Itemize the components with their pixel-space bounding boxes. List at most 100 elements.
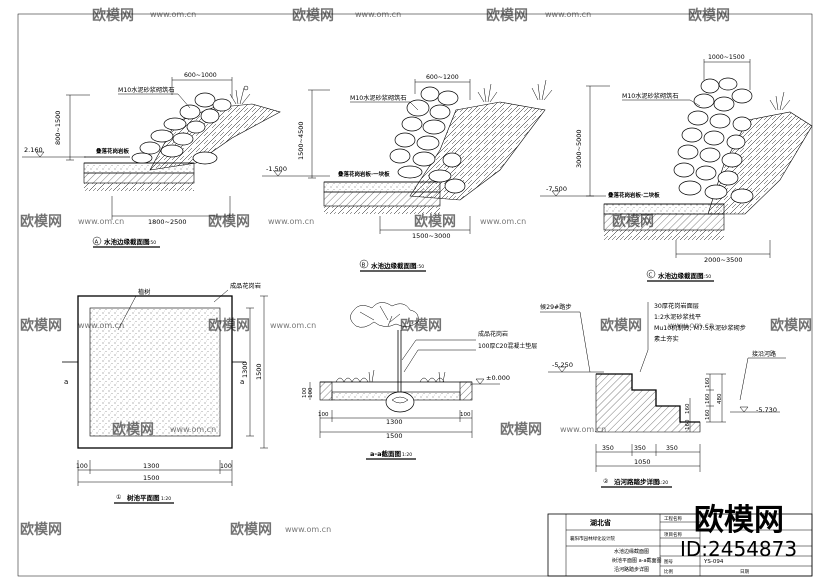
section-c-drawing: 3000~5000 -7.500 叠落花岗岩板·二块板 M10水泥砂浆砌筑石 bbox=[540, 54, 813, 282]
tree-plan-dim-v1: 1300 bbox=[241, 361, 249, 378]
section-b-drawing: 1500~4500 -1.500 叠落花岗岩板·一块板 M10水泥砂浆砌筑石 bbox=[262, 74, 553, 272]
sheet-frame bbox=[17, 13, 813, 577]
section-a-label: M10水泥砂浆砌筑石 bbox=[118, 86, 175, 94]
tree-plan-label-left: 植树 bbox=[138, 288, 150, 296]
watermark-logo: 欧模网 bbox=[770, 317, 812, 334]
corner-watermark: 欧模网 ID:2454873 bbox=[680, 503, 797, 561]
tree-plan-title: 树池平面图 bbox=[127, 493, 160, 502]
section-c-dim-top: 1000~1500 bbox=[708, 54, 745, 61]
watermark-logo: 欧模网 bbox=[292, 7, 334, 24]
corner-watermark-id: ID:2454873 bbox=[680, 537, 797, 561]
watermark-url: www.om.cn bbox=[545, 10, 591, 19]
section-b-scale: 1:50 bbox=[414, 264, 424, 270]
watermark-url: www.om.cn bbox=[355, 10, 401, 19]
watermark-logo: 欧模网 bbox=[600, 317, 642, 334]
section-b-layer: 叠落花岗岩板·一块板 bbox=[338, 170, 390, 178]
section-c-label: M10水泥砂浆砌筑石 bbox=[622, 92, 679, 100]
section-c-level: -7.500 bbox=[546, 185, 567, 193]
section-c-layer: 叠落花岗岩板·二块板 bbox=[608, 191, 660, 199]
watermark-logo: 欧模网 bbox=[20, 521, 62, 538]
tree-section-note2: 100厚C20混凝土垫层 bbox=[478, 342, 537, 350]
section-a-drawing: 800~1500 2.160 叠落花岗岩板 M10水泥砂浆砌筑石 bbox=[22, 72, 281, 248]
tree-section-title: a-a截面图 bbox=[370, 449, 401, 458]
steps-note: 素土夯实 bbox=[654, 335, 679, 343]
watermark-url: www.om.cn bbox=[560, 425, 606, 434]
watermark-url: www.om.cn bbox=[285, 525, 331, 534]
steps-dim-v-total: 480 bbox=[717, 393, 723, 404]
tree-pit-section-drawing: 成品花岗岩 100厚C20混凝土垫层 ±0.000 100 100 100 13… bbox=[302, 302, 537, 460]
steps-dim-v: 160 bbox=[705, 409, 711, 420]
section-b-dim-top: 600~1200 bbox=[426, 74, 459, 81]
tree-section-dim-v1: 100 bbox=[302, 387, 308, 398]
tree-section-dim-h1: 100 bbox=[318, 412, 329, 418]
steps-note: 30厚花岗岩面层 bbox=[654, 302, 699, 310]
section-c-dim-bottom: 2000~3500 bbox=[704, 256, 743, 264]
steps-dim-v: 160 bbox=[705, 393, 711, 404]
steps-dim-h: 350 bbox=[634, 445, 646, 452]
tree-pit-plan-drawing: a a 植树 成品花岗岩 1300 1500 100 1300 100 1500… bbox=[62, 282, 268, 504]
tree-plan-dim-h3: 100 bbox=[220, 463, 232, 470]
watermark-logo: 欧模网 bbox=[208, 213, 250, 230]
tree-plan-cut-mark-left: a bbox=[64, 378, 68, 386]
steps-dim-v2: 160 bbox=[685, 419, 691, 430]
title-block-project: 湖北省 bbox=[590, 518, 611, 527]
steps-note: Mu10机制砖, M7.5水泥砂浆砌步 bbox=[654, 324, 746, 332]
steps-detail-drawing: 候29#路步 30厚花岗岩面层 1:2水泥砂浆找平 Mu10机制砖, M7.5水… bbox=[540, 302, 786, 488]
tree-section-dim-h2: 1300 bbox=[386, 418, 403, 426]
watermark-url: www.om.cn bbox=[668, 321, 714, 330]
section-a-title: 水池边缘截面图 bbox=[104, 237, 150, 246]
title-block-drawing-name: 树池平面图 a-a截面图 bbox=[612, 557, 662, 564]
tree-plan-dim-h4: 1500 bbox=[143, 474, 160, 482]
watermark-url: www.om.cn bbox=[268, 217, 314, 226]
steps-title: 沿河路踏步详图 bbox=[614, 477, 660, 486]
tree-section-note1: 成品花岗岩 bbox=[478, 330, 508, 338]
section-a-title-mark: A bbox=[95, 240, 99, 246]
section-b-label: M10水泥砂浆砌筑石 bbox=[350, 94, 407, 102]
tree-section-dim-total: 1500 bbox=[386, 432, 403, 440]
title-block-date-label: 日期 bbox=[740, 569, 749, 575]
steps-dim-v: 160 bbox=[705, 377, 711, 388]
tree-section-level: ±0.000 bbox=[486, 374, 510, 382]
title-block-drawing-name: 沿河路踏步详图 bbox=[614, 566, 649, 573]
watermark-logo: 欧模网 bbox=[400, 317, 442, 334]
title-block-drawing-name: 水池边缘截面图 bbox=[614, 548, 649, 555]
watermark-logo: 欧模网 bbox=[688, 7, 730, 24]
section-b-title-mark: B bbox=[362, 263, 366, 269]
section-c-title: 水池边缘截面图 bbox=[658, 271, 704, 280]
steps-right-label: 接沿河路 bbox=[752, 350, 776, 358]
watermark-logo: 欧模网 bbox=[230, 521, 272, 538]
title-block: 湖北省 襄阳市园林绿化设计院 工程名称 项目名称 水池边缘截面图 树池平面图 a… bbox=[547, 513, 813, 577]
tree-plan-scale: 1:20 bbox=[161, 496, 171, 502]
title-block-drawing-no: YS-094 bbox=[703, 559, 724, 565]
steps-level-bottom: -5.730 bbox=[756, 406, 777, 414]
tree-plan-cut-mark-right: a bbox=[240, 378, 244, 386]
section-a-scale: 1:50 bbox=[146, 240, 156, 246]
tree-plan-title-mark: ① bbox=[116, 494, 121, 501]
steps-dim-h: 350 bbox=[602, 445, 614, 452]
steps-dim-total: 1050 bbox=[634, 458, 651, 466]
title-block-row2: 项目名称 bbox=[664, 531, 682, 538]
section-a-dim-bottom: 1800~2500 bbox=[148, 218, 187, 226]
section-c-dim-height: 3000~5000 bbox=[575, 129, 583, 168]
watermark-logo: 欧模网 bbox=[20, 213, 62, 230]
tree-section-dim-h3: 100 bbox=[460, 412, 471, 418]
section-a-level: 2.160 bbox=[24, 146, 43, 154]
section-c-title-mark: C bbox=[649, 273, 653, 279]
watermark-logo: 欧模网 bbox=[486, 7, 528, 24]
watermark-logo: 欧模网 bbox=[92, 7, 134, 24]
steps-scale: 1:20 bbox=[658, 480, 668, 486]
section-b-dim-height: 1500~4500 bbox=[297, 121, 305, 160]
tree-section-dim-v2: 100 bbox=[308, 387, 314, 398]
steps-top-label: 候29#路步 bbox=[540, 303, 572, 311]
steps-title-mark: ② bbox=[603, 478, 609, 485]
steps-level-top: -5.250 bbox=[552, 361, 573, 369]
watermark-url: www.om.cn bbox=[150, 10, 196, 19]
section-b-level: -1.500 bbox=[266, 165, 287, 173]
watermark-url: www.om.cn bbox=[480, 217, 526, 226]
tree-plan-label-right: 成品花岗岩 bbox=[230, 282, 261, 290]
section-b-dim-bottom: 1500~3000 bbox=[412, 232, 451, 240]
watermark-url: www.om.cn bbox=[78, 217, 124, 226]
watermark-url: www.om.cn bbox=[270, 321, 316, 330]
tree-plan-dim-h2: 1300 bbox=[143, 462, 160, 470]
